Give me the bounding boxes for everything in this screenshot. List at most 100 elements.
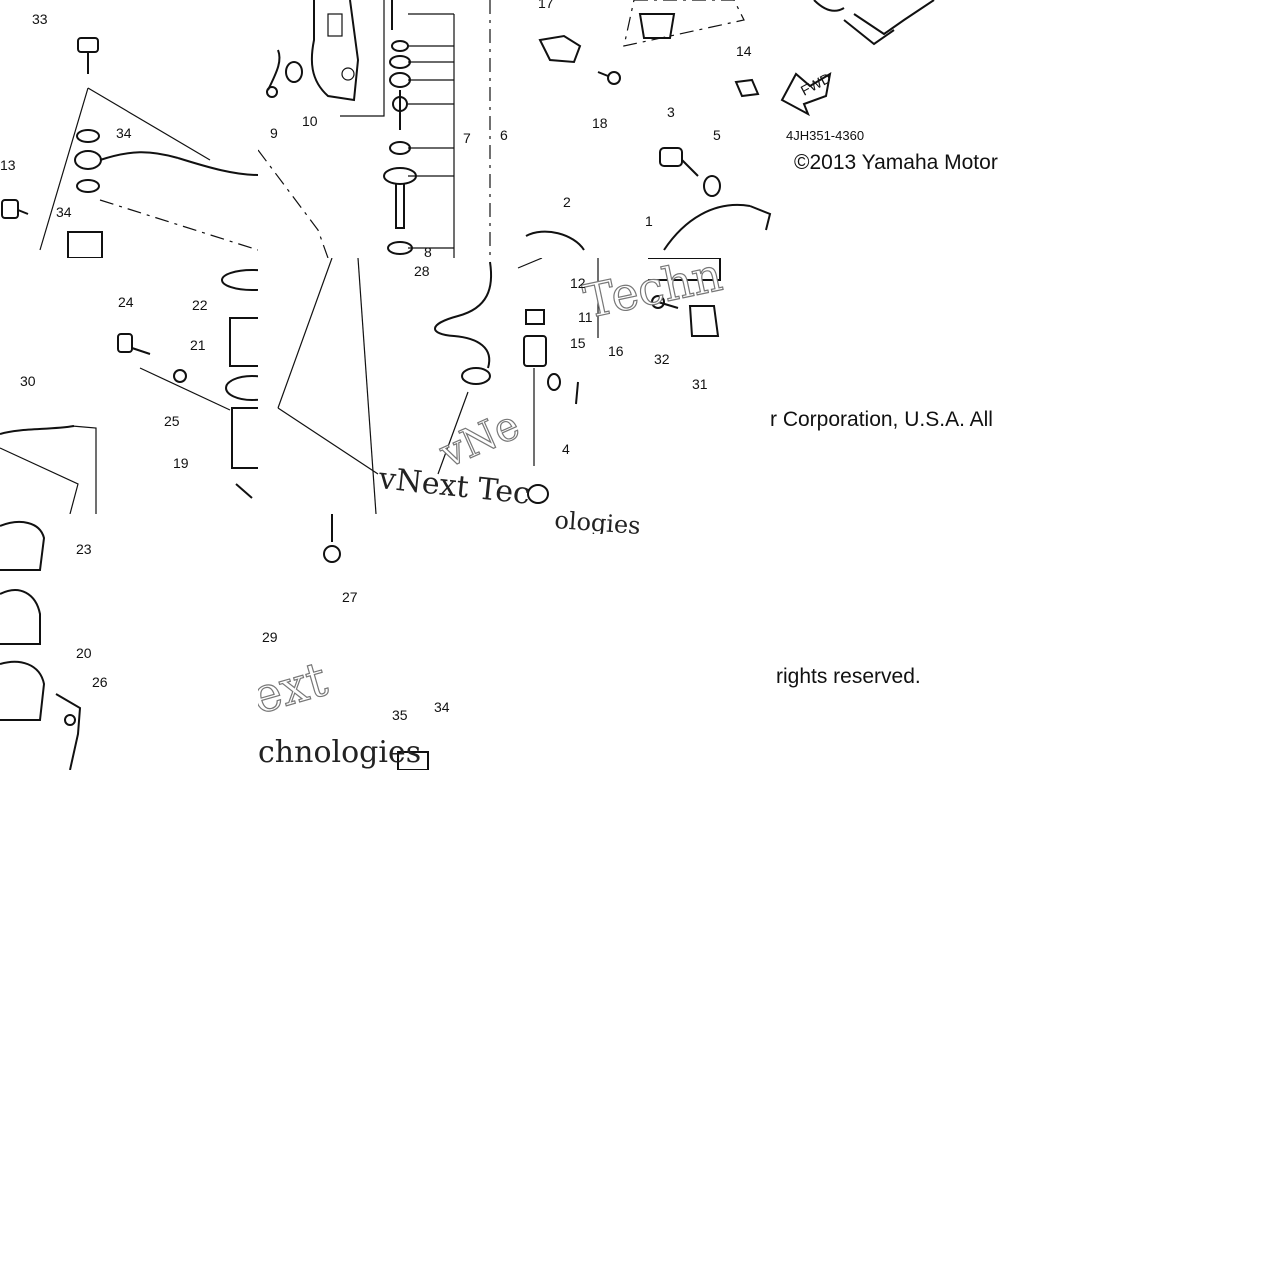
banjo-fitting-9 <box>266 49 281 98</box>
hose-28 <box>434 261 493 369</box>
callout-label: 21 <box>190 337 206 353</box>
callout-label: 31 <box>692 376 708 392</box>
tile-top-left-drawing: 33 34 13 34 <box>0 11 258 258</box>
tile-center-strip-drawing: ologies <box>554 506 642 534</box>
callout-label: 34 <box>434 699 450 715</box>
fwd-arrow: FWD <box>780 70 834 117</box>
callout-label: 28 <box>414 263 430 279</box>
diagram-tile-center: Techn vNe vNext Tec 17 28 12 11 15 16 32… <box>258 258 774 514</box>
master-cylinder-body <box>310 0 360 102</box>
bolt-18 <box>597 71 621 85</box>
bolt-3 <box>659 147 699 177</box>
tile-top-middle-drawing: 9 10 7 6 8 <box>258 0 508 258</box>
callout-label: 3 <box>667 104 675 120</box>
callout-label: 23 <box>76 541 92 557</box>
callout-label: 1 <box>645 213 653 229</box>
tile-bottom-left-drawing: 23 20 26 <box>0 521 108 770</box>
piston-assembly-stack <box>383 0 417 255</box>
fuel-hose <box>99 151 258 176</box>
bolt-32 <box>651 295 679 309</box>
diagram-part-code: 4JH351-4360 <box>786 128 864 143</box>
adjuster-bolt <box>648 258 721 281</box>
hose-30 <box>0 425 75 435</box>
callout-label: 32 <box>654 351 670 367</box>
nut-12 <box>525 309 545 325</box>
bolt-24 <box>117 333 151 355</box>
fwd-label: FWD <box>798 70 834 99</box>
callout-label: 7 <box>463 130 471 146</box>
watermark-ologies: ologies <box>554 506 642 534</box>
callout-label: 15 <box>570 335 586 351</box>
bolt-13 <box>1 199 29 219</box>
washer-5 <box>703 175 721 197</box>
reservoir-22-21-19 <box>221 269 258 499</box>
watermark-chnologies: chnologies <box>258 735 421 770</box>
callout-label: 9 <box>270 125 278 141</box>
callout-label: 24 <box>118 294 134 310</box>
cap-23 <box>0 521 46 571</box>
callout-label: 13 <box>0 157 16 173</box>
callout-label: 33 <box>32 11 48 27</box>
watermark-vne: vNe <box>432 402 526 477</box>
watermark-ext: ext <box>258 651 333 725</box>
callout-label: 8 <box>424 244 432 258</box>
callout-label: 27 <box>342 589 358 605</box>
bolt-27 <box>323 514 341 563</box>
callout-label: 4 <box>562 441 570 457</box>
callout-label: 16 <box>608 343 624 359</box>
diagram-tile-top-right: FWD 4JH351-4360 ©2013 Yamaha M <box>514 0 1030 258</box>
copyright-line-2: r Corporation, U.S.A. All <box>770 408 993 431</box>
callout-label: 17 <box>268 258 284 261</box>
callout-label: 19 <box>173 455 189 471</box>
callout-label: 34 <box>116 125 132 141</box>
callout-label: 5 <box>713 127 721 143</box>
tile-middle-left-drawing: 24 22 21 30 25 19 29 <box>0 269 258 514</box>
grommet-25 <box>173 369 187 383</box>
copyright-line-1: ©2013 Yamaha Motor <box>794 151 998 174</box>
pedal-arm-1 <box>663 203 772 251</box>
callout-label: 12 <box>570 275 586 291</box>
bolt-33 <box>77 37 99 74</box>
washer-15 <box>547 373 561 391</box>
bracket-26 <box>55 693 82 770</box>
callout-label: 30 <box>20 373 36 389</box>
tile-center-drawing: Techn vNe vNext Tec 17 28 12 11 15 16 32… <box>268 258 727 514</box>
callout-label: 29 <box>262 629 278 645</box>
clamp <box>461 367 491 385</box>
washer-stack-34 <box>74 129 102 193</box>
diagram-tile-bottom-left: 23 20 26 <box>0 514 258 770</box>
callout-label: 26 <box>92 674 108 690</box>
reservoir-cup <box>623 0 745 47</box>
tile-top-right-drawing: FWD 4JH351-4360 ©2013 Yamaha M <box>525 0 998 251</box>
copyright-block: r Corporation, U.S.A. All rights reserve… <box>770 408 993 688</box>
washer-4 <box>527 484 549 504</box>
bracket-31 <box>688 305 720 337</box>
callout-label: 14 <box>736 43 752 59</box>
callout-label: 18 <box>592 115 608 131</box>
copyright-line-3: rights reserved. <box>776 665 921 688</box>
diagram-tile-top-left: 33 34 13 34 <box>0 0 258 258</box>
callout-label: 6 <box>500 127 508 143</box>
callout-label: 10 <box>302 113 318 129</box>
clevis-11 <box>523 335 547 367</box>
grip-2 <box>525 230 585 251</box>
callout-label: 17 <box>538 0 554 11</box>
callout-label: 11 <box>578 309 593 325</box>
tile-bottom-middle-drawing: ext chnologies 29 27 35 34 <box>258 514 450 770</box>
diagram-tile-middle-left: 24 22 21 30 25 19 29 <box>0 258 258 514</box>
diagram-tile-top-middle: 9 10 7 6 8 <box>258 0 514 258</box>
callout-label: 20 <box>76 645 92 661</box>
bolt-35 <box>397 751 429 770</box>
callout-label: 34 <box>56 204 72 220</box>
brake-pedal <box>813 0 935 46</box>
diaphragm-20 <box>0 589 46 721</box>
callout-label: 25 <box>164 413 180 429</box>
diagram-tile-bottom-middle: ext chnologies 29 27 35 34 <box>258 514 452 770</box>
watermark-techn: Techn <box>579 258 727 329</box>
watermark-vnext-tec: vNext Tec <box>376 461 532 512</box>
cotter-pin-16 <box>575 381 579 405</box>
callout-label: 2 <box>563 194 571 210</box>
callout-label: 35 <box>392 707 408 723</box>
bolt-14 <box>734 78 760 98</box>
